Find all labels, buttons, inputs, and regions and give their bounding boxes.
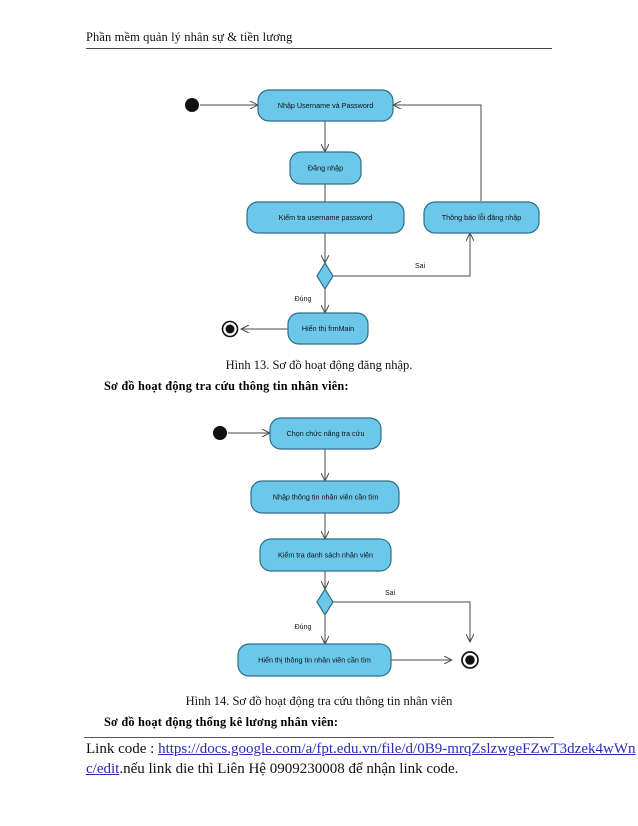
- final-node: [461, 651, 479, 669]
- node-label: Hiển thị thông tin nhân viên cần tìm: [258, 655, 371, 664]
- node-label: Nhập thông tin nhân viên cần tìm: [273, 492, 379, 501]
- final-node: [221, 320, 239, 338]
- node-label: Chọn chức năng tra cứu: [287, 429, 365, 438]
- code-link[interactable]: https://docs.google.com/a/fpt.edu.vn/fil…: [86, 741, 636, 777]
- document-header: Phần mềm quản lý nhân sự & tiền lương: [86, 30, 552, 49]
- header-title: Phần mềm quản lý nhân sự & tiền lương: [86, 30, 293, 44]
- section-heading-salary-stats: Sơ đồ hoạt động thống kê lương nhân viên…: [104, 715, 339, 729]
- activity-node-login: Đăng nhập: [289, 151, 362, 185]
- node-label: Kiểm tra username password: [279, 213, 372, 222]
- node-label: Nhập Username và Password: [278, 101, 373, 110]
- activity-node-login-error-message: Thông báo lỗi đăng nhập: [423, 201, 540, 234]
- decision-diamond: [316, 261, 334, 291]
- footer-link-block: Link code : https://docs.google.com/a/fp…: [86, 740, 638, 780]
- header-divider: [86, 48, 552, 49]
- activity-diagram-employee-lookup: Chọn chức năng tra cứu Nhập thông tin nh…: [0, 405, 638, 685]
- footer-divider: [84, 737, 554, 738]
- figure-caption-1: Hình 13. Sơ đồ hoạt động đăng nhập.: [225, 358, 413, 372]
- node-label: Thông báo lỗi đăng nhập: [442, 213, 522, 222]
- figure-caption-2: Hình 14. Sơ đồ hoạt động tra cứu thông t…: [185, 694, 453, 708]
- node-label: Kiểm tra danh sách nhân viên: [278, 550, 373, 559]
- footer-link-label: Link code :: [86, 741, 155, 757]
- footer-note: .nếu link die thì Liên Hệ 0909230008 để …: [119, 760, 459, 777]
- activity-node-check-credentials: Kiểm tra username password: [246, 201, 405, 234]
- node-label: Hiển thị frmMain: [302, 324, 354, 333]
- activity-node-enter-employee-info: Nhập thông tin nhân viên cần tìm: [250, 480, 400, 514]
- edge-label-yes: Đúng: [295, 624, 312, 631]
- activity-node-show-frmmain: Hiển thị frmMain: [287, 312, 369, 345]
- activity-diagram-login: Nhập Username và Password Đăng nhập Kiểm…: [0, 80, 638, 352]
- initial-node: [185, 98, 199, 112]
- activity-node-enter-credentials: Nhập Username và Password: [257, 89, 394, 122]
- edge-label-no: Sai: [385, 590, 396, 597]
- node-label: Đăng nhập: [308, 163, 343, 172]
- activity-node-check-employee-list: Kiểm tra danh sách nhân viên: [259, 538, 392, 572]
- activity-node-select-lookup-function: Chọn chức năng tra cứu: [269, 417, 382, 450]
- section-heading-lookup: Sơ đồ hoạt động tra cứu thông tin nhân v…: [104, 379, 349, 393]
- decision-diamond: [316, 587, 334, 617]
- initial-node: [213, 426, 227, 440]
- edge-label-no: Sai: [415, 263, 426, 270]
- activity-node-show-employee-info: Hiển thị thông tin nhân viên cần tìm: [237, 643, 392, 677]
- edge-label-yes: Đúng: [295, 296, 312, 303]
